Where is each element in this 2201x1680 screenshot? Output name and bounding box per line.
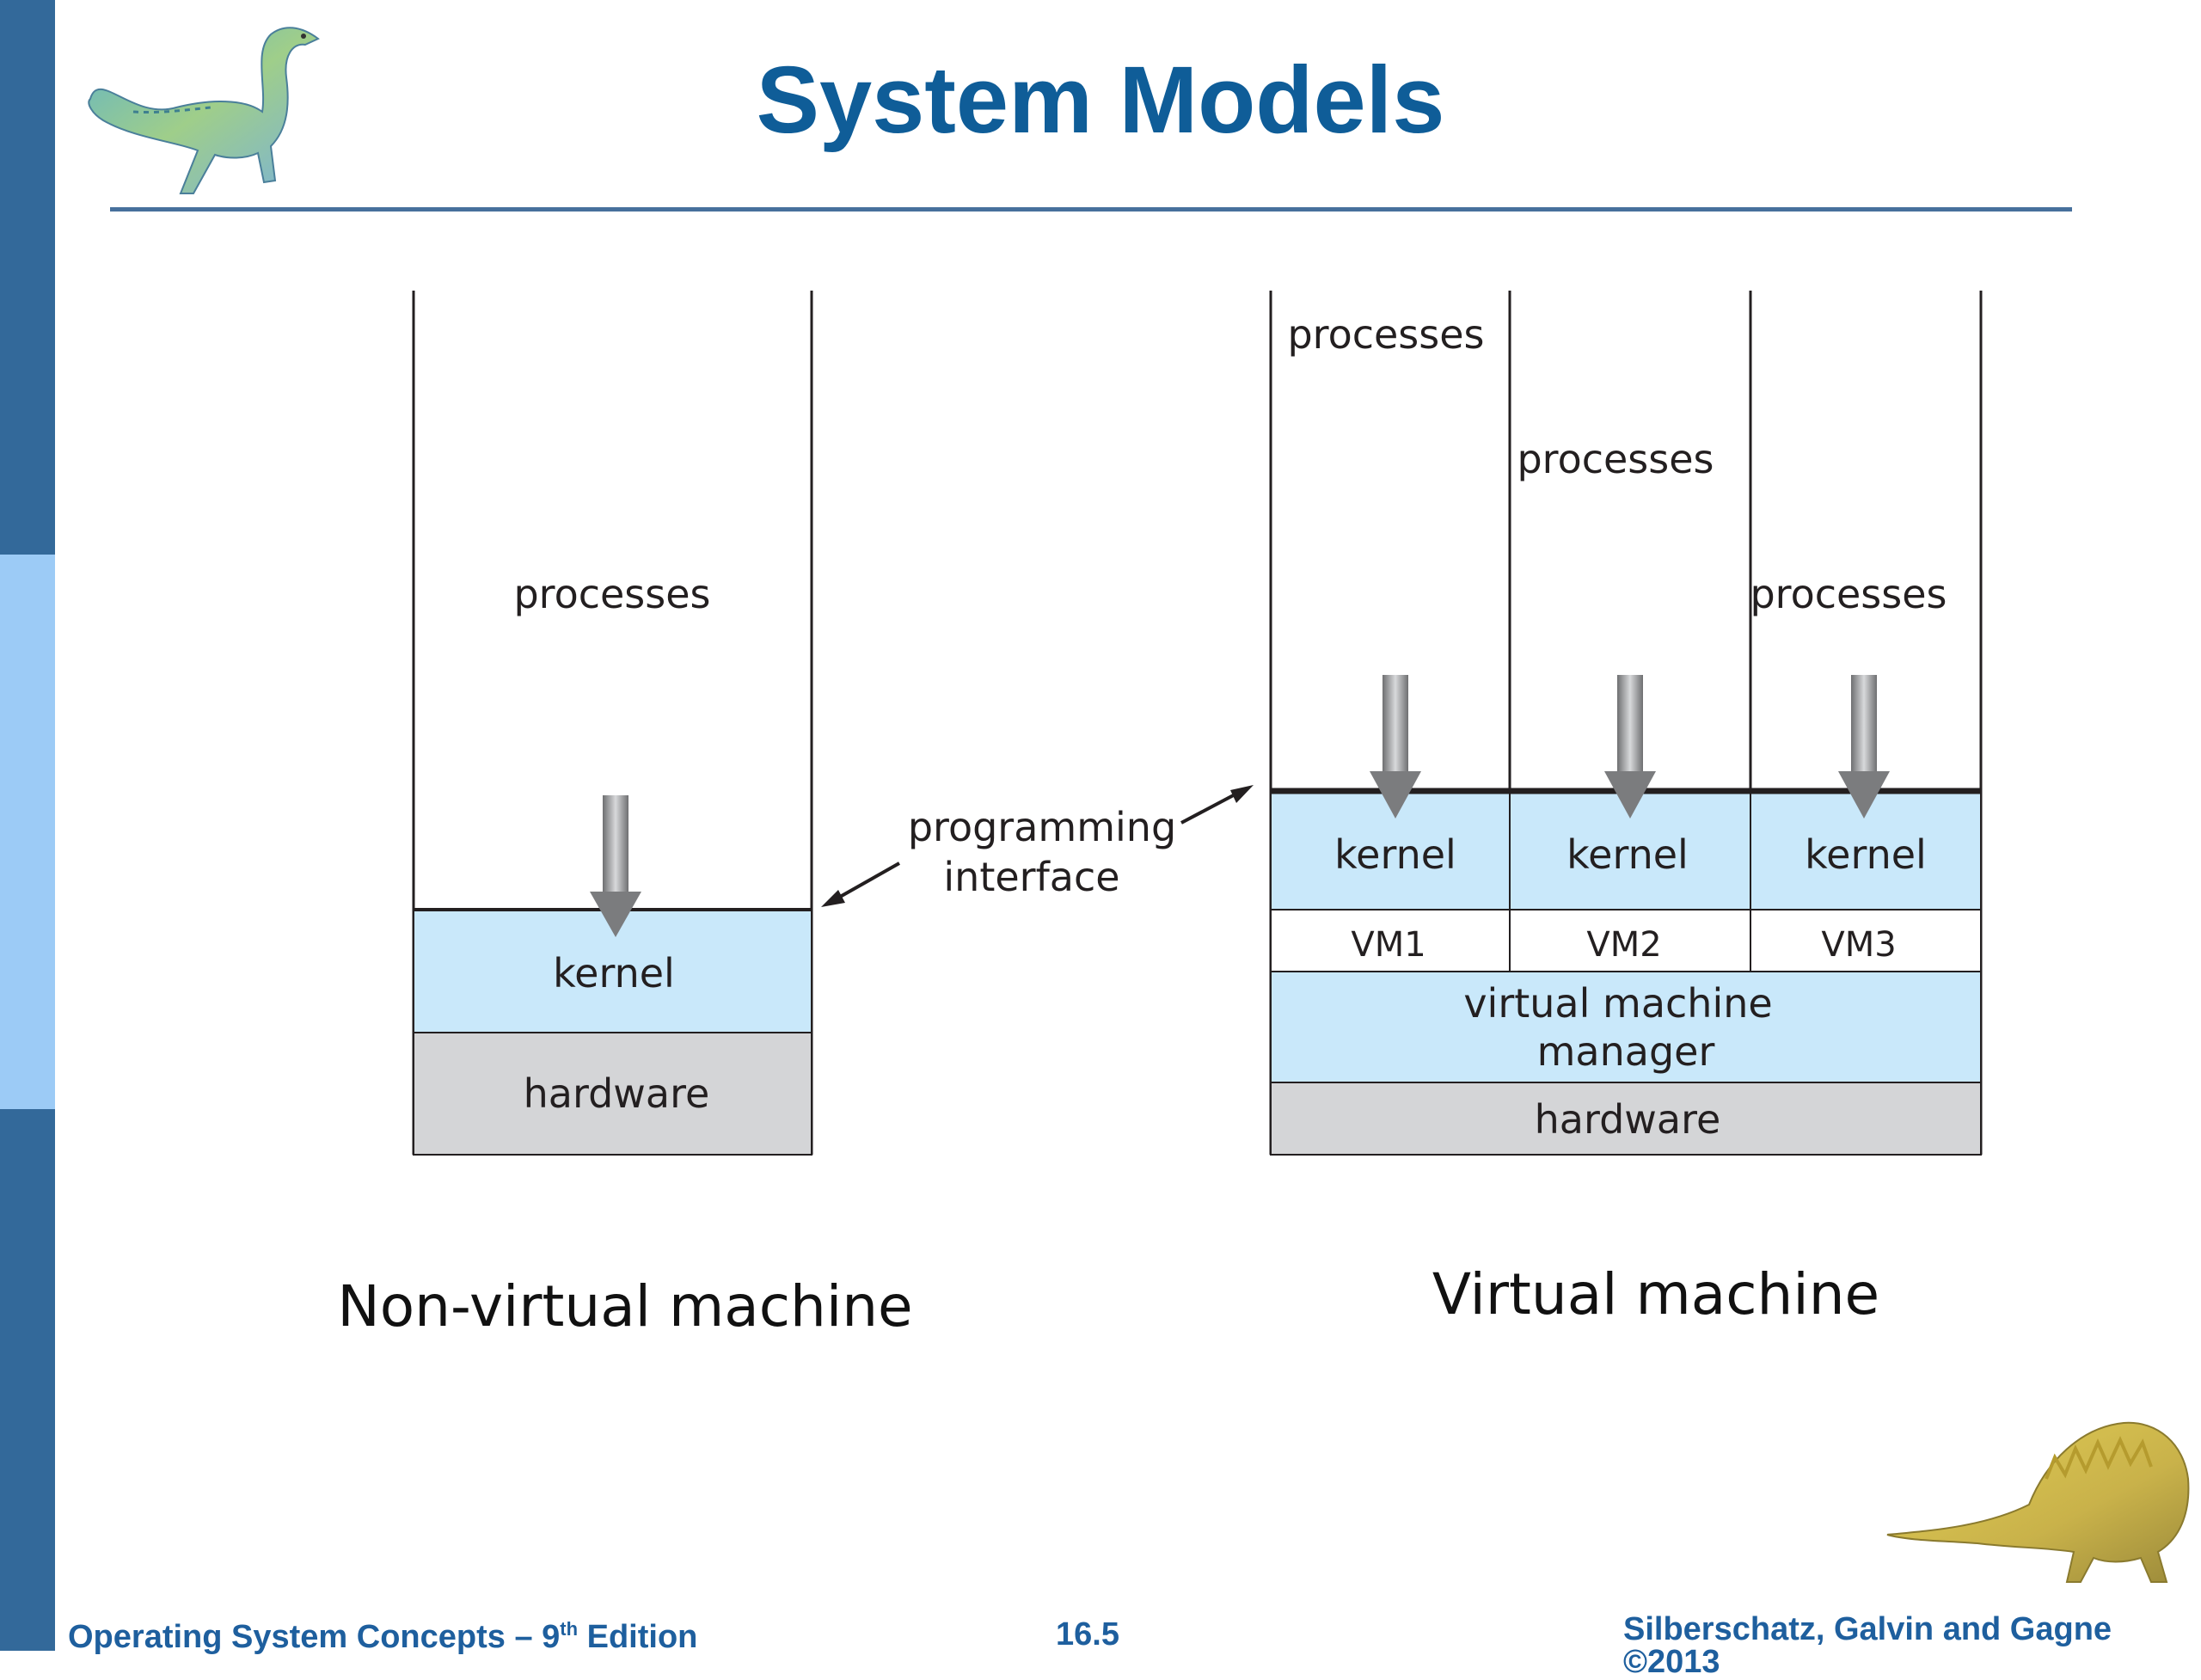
vm1-down-arrow-icon — [1370, 675, 1421, 819]
slide-sidebar — [0, 0, 55, 1651]
vm3-kernel-label: kernel — [1805, 831, 1927, 878]
virtual-machine: processes processes processes kernel ker… — [1269, 291, 1983, 1327]
sidebar-highlight — [0, 555, 55, 1109]
vm1-kernel-label: kernel — [1334, 831, 1456, 878]
nv-hardware-box — [413, 1032, 812, 1156]
nv-down-arrow-icon — [590, 795, 641, 937]
vmm-label-line2: manager — [1537, 1028, 1715, 1075]
dinosaur-icon-top — [88, 27, 320, 194]
pi-label-line2: interface — [943, 854, 1119, 900]
vmm-label-line1: virtual machine — [1463, 980, 1772, 1027]
nv-caption: Non-virtual machine — [337, 1273, 912, 1340]
vm2-kernel-label: kernel — [1566, 831, 1689, 878]
pi-right-arrow-icon — [1180, 785, 1254, 825]
footer-left: Operating System Concepts – 9th Edition — [68, 1618, 698, 1655]
dinosaur-icon-bottom — [1886, 1421, 2190, 1583]
vm-hardware-box — [1270, 1082, 1982, 1156]
non-virtual-machine: processes kernel hardware Non-virtual ma… — [337, 291, 913, 1340]
vm3-down-arrow-icon — [1838, 675, 1890, 819]
nv-kernel-label: kernel — [553, 950, 675, 996]
vm1-label: VM1 — [1351, 925, 1425, 965]
nv-hardware-label: hardware — [524, 1070, 710, 1117]
pi-left-arrow-icon — [821, 861, 900, 907]
vm3-processes-label: processes — [1750, 571, 1947, 617]
vm-hardware-label: hardware — [1535, 1096, 1721, 1143]
nv-processes-label: processes — [513, 571, 710, 617]
vm2-down-arrow-icon — [1604, 675, 1656, 819]
vmm-box — [1270, 971, 1982, 1083]
vm1-processes-label: processes — [1287, 311, 1484, 358]
title-divider — [110, 207, 2072, 212]
slide-title: System Models — [756, 47, 1445, 153]
vm-row — [1270, 909, 1982, 972]
vm3-label: VM3 — [1821, 925, 1896, 965]
footer-page-number: 16.5 — [1056, 1616, 1119, 1652]
vm2-label: VM2 — [1586, 925, 1661, 965]
vm-caption: Virtual machine — [1432, 1261, 1879, 1327]
vm2-processes-label: processes — [1517, 436, 1714, 482]
pi-label-line1: programming — [908, 804, 1176, 850]
programming-interface-callout: programming interface — [821, 785, 1254, 907]
footer-right: Silberschatz, Galvin and Gagne ©2013 — [1623, 1611, 2112, 1680]
